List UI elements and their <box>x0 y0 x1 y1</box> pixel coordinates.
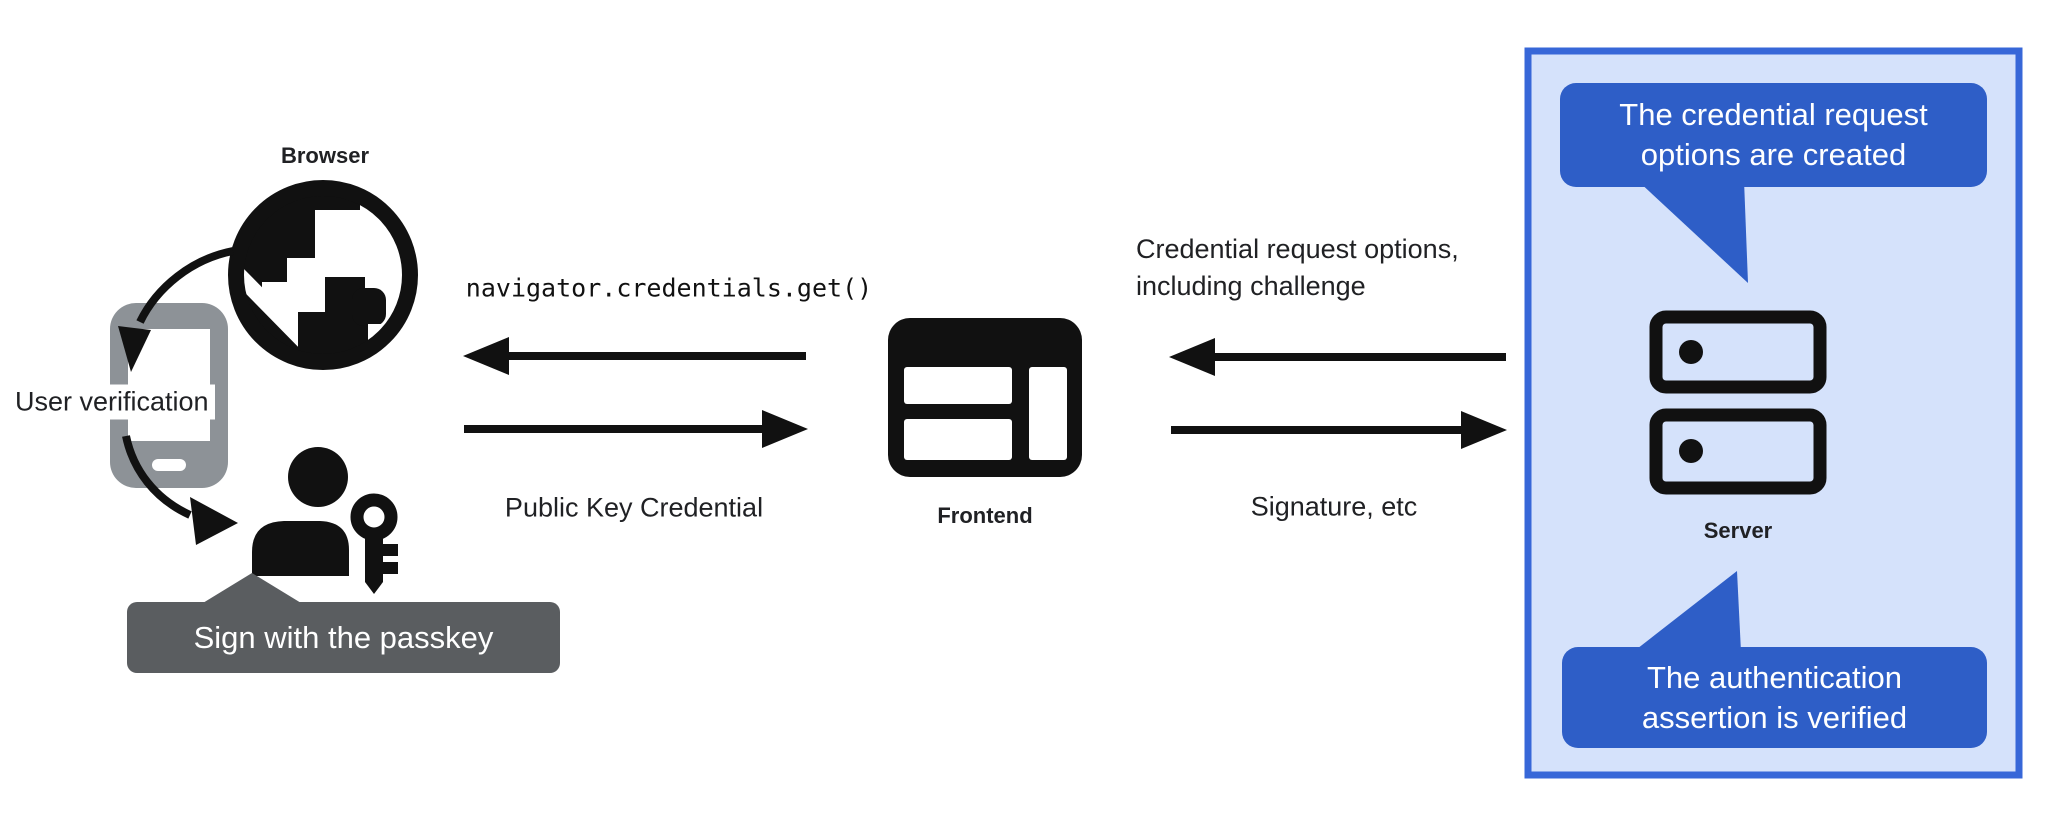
signature-etc-label: Signature, etc <box>1250 491 1418 522</box>
credential-request-line2: including challenge <box>1136 271 1366 301</box>
speech-bubble-top <box>1560 83 1987 283</box>
speech-bubble-bottom-line1: The authentication <box>1646 659 1903 695</box>
speech-bubble-bottom-line2: assertion is verified <box>1641 699 1908 735</box>
key-icon <box>350 493 398 594</box>
credentials-get-code-label: navigator.credentials.get() <box>465 273 873 303</box>
speech-bubble-top-line1: The credential request <box>1619 97 1928 132</box>
server-stack-icon <box>1649 310 1827 495</box>
public-key-credential-label: Public Key Credential <box>504 492 764 523</box>
arrow-browser-to-phone <box>118 247 234 372</box>
frontend-window-icon <box>888 318 1082 477</box>
server-node-label: Server <box>1703 518 1773 543</box>
user-verification-label: User verification <box>9 384 215 420</box>
speech-bubble-top-tail <box>1637 180 1748 283</box>
speech-bubble-bottom-text: The authentication assertion is verified <box>1562 647 1987 748</box>
speech-bubble-bottom-tail <box>1633 571 1741 652</box>
arrow-phone-to-person <box>122 435 238 545</box>
arrow-server-to-frontend <box>1169 338 1506 376</box>
credential-request-line1: Credential request options, <box>1136 234 1459 264</box>
arrow-frontend-to-browser <box>463 337 806 375</box>
speech-bubble-top-body <box>1560 83 1987 187</box>
frontend-node-label: Frontend <box>937 503 1033 528</box>
arrow-browser-to-frontend <box>464 410 808 448</box>
passkey-banner <box>127 573 560 673</box>
globe-icon <box>228 180 418 370</box>
person-icon <box>252 447 349 576</box>
speech-bubble-top-line2: options are created <box>1640 137 1907 172</box>
passkey-banner-label: Sign with the passkey <box>193 619 494 655</box>
speech-bubble-bottom <box>1562 571 1987 748</box>
arrow-frontend-to-server <box>1171 411 1507 449</box>
speech-bubble-top-text: The credential request options are creat… <box>1560 83 1987 187</box>
credential-request-label: Credential request options, including ch… <box>1136 231 1459 305</box>
browser-node-label: Browser <box>280 143 370 168</box>
speech-bubble-bottom-body <box>1562 647 1987 748</box>
